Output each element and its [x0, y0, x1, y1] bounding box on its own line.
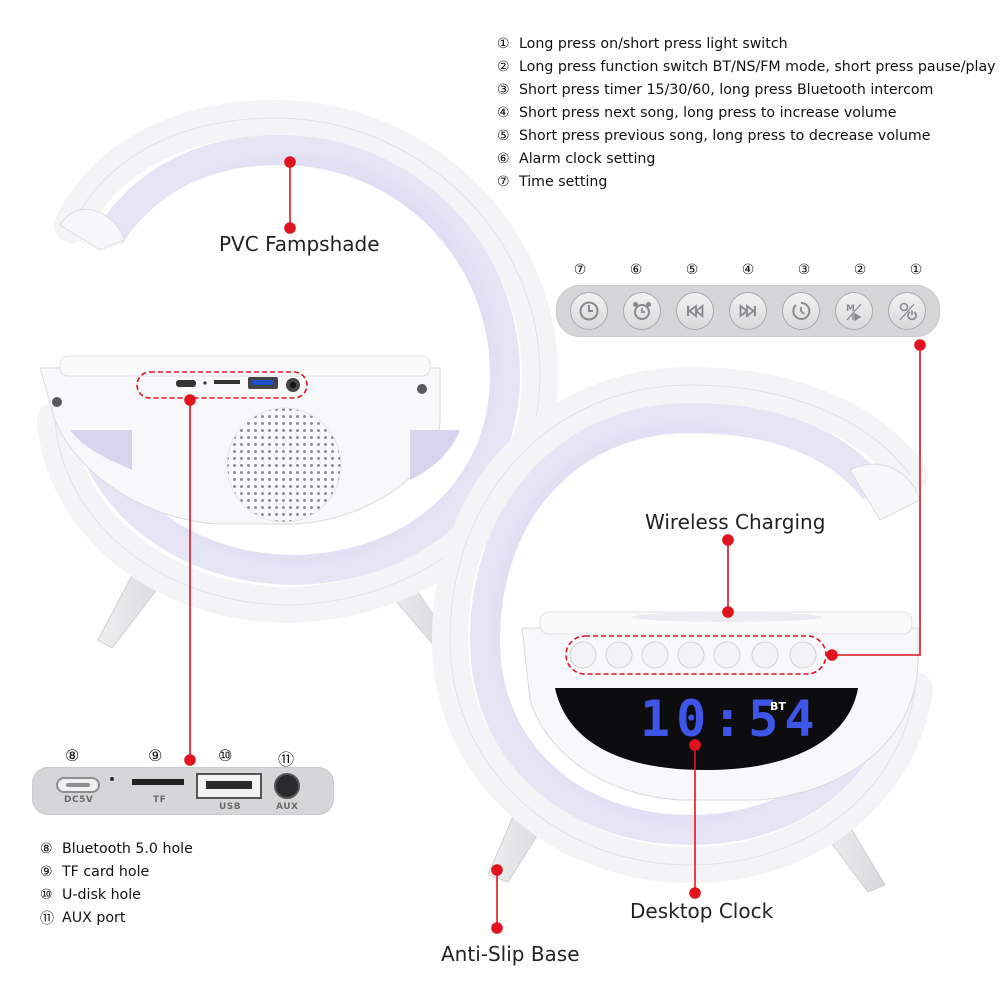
previous-icon[interactable] [675, 292, 714, 330]
usb-port-icon [196, 773, 262, 799]
left-lampshade-glow [73, 134, 521, 586]
light-power-icon[interactable] [888, 292, 927, 330]
bt-badge: BT [770, 700, 786, 713]
mode-icon[interactable]: M [835, 292, 874, 330]
next-icon[interactable] [728, 292, 767, 330]
clock-time: 10:54 [640, 690, 821, 748]
dc5v-label: DC5V [64, 795, 94, 805]
usb-label: USB [219, 802, 242, 812]
anti-slip-base-label: Anti-Slip Base [441, 942, 580, 966]
left-speaker-back-view [37, 99, 559, 649]
port-number-8: ⑧ [65, 746, 80, 765]
right-speaker-front-view [431, 366, 933, 893]
desktop-clock-label: Desktop Clock [630, 899, 774, 923]
dc5v-port-icon [56, 777, 100, 793]
mic-hole-icon [110, 777, 114, 781]
button-panel-numbers: ⑦ ⑥ ⑤ ④ ③ ② ① [573, 262, 923, 278]
front-button-row [569, 641, 817, 669]
wireless-charging-label: Wireless Charging [645, 510, 826, 534]
callout-lines [136, 156, 926, 934]
tf-slot-icon [132, 779, 184, 785]
right-lampshade-glow [469, 402, 895, 846]
aux-jack-icon [274, 773, 300, 799]
alarm-icon[interactable] [622, 292, 661, 330]
aux-label: AUX [276, 802, 299, 812]
clock-icon[interactable] [569, 292, 608, 330]
tf-label: TF [153, 795, 167, 805]
port-number-11: ⑪ [278, 750, 295, 769]
timer-icon[interactable] [782, 292, 821, 330]
button-panel: M [556, 285, 940, 337]
port-number-9: ⑨ [148, 746, 163, 765]
port-panel: DC5V TF USB AUX [32, 767, 334, 815]
clock-display-panel [555, 688, 858, 770]
svg-text:M: M [846, 304, 855, 314]
lampshade-label: PVC Fampshade [219, 232, 380, 256]
left-speaker-grille [227, 408, 341, 522]
port-number-10: ⑩ [218, 746, 233, 765]
